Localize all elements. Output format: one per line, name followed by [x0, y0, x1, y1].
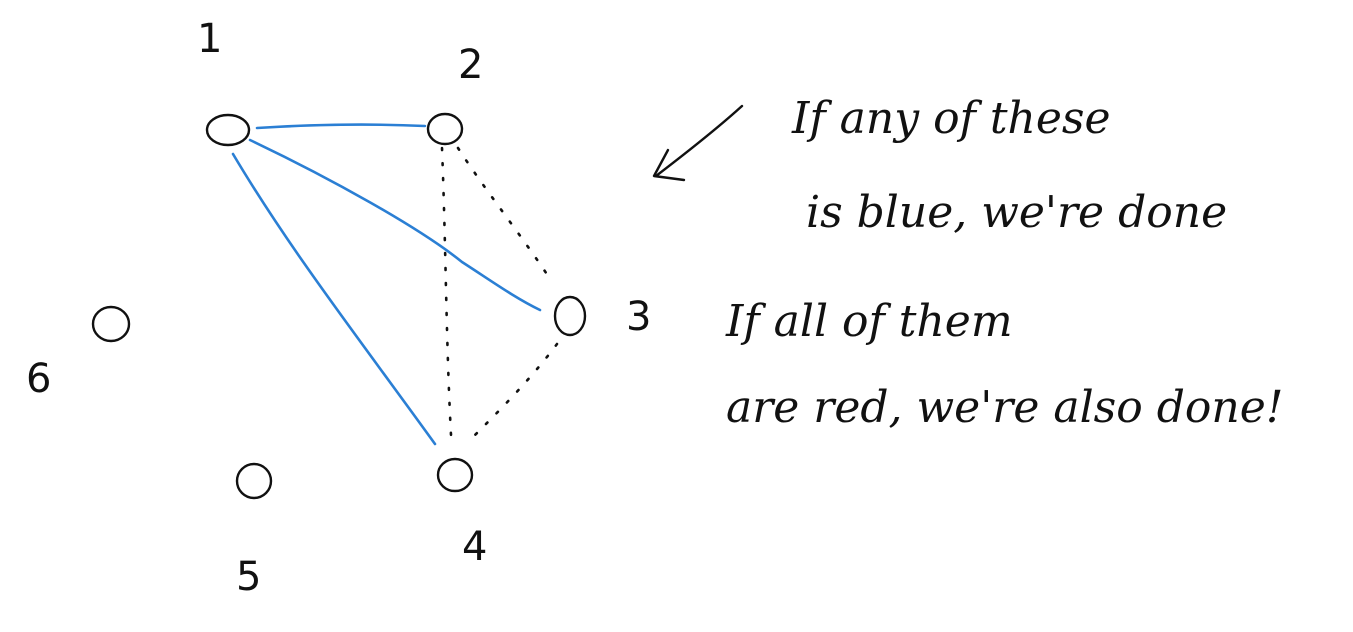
edge-2-3 [456, 146, 554, 284]
node-label-4: 4 [462, 524, 487, 570]
arrow-icon [652, 104, 744, 182]
edge-1-2 [255, 123, 427, 130]
node-label-5: 5 [236, 554, 261, 600]
node-1 [205, 113, 251, 147]
node-label-2: 2 [458, 42, 483, 88]
node-5 [235, 462, 273, 500]
node-2 [426, 112, 464, 146]
note-any-blue-line2: is blue, we're done [806, 187, 1227, 238]
node-label-1: 1 [197, 16, 222, 62]
edge-2-4 [440, 146, 453, 437]
node-label-6: 6 [26, 356, 51, 402]
node-6 [91, 305, 131, 343]
edge-1-4 [231, 152, 437, 446]
node-label-3: 3 [626, 294, 651, 340]
note-all-red-line2: are red, we're also done! [726, 382, 1283, 433]
edge-1-3 [248, 138, 542, 312]
note-any-blue-line1: If any of these [791, 93, 1111, 144]
edge-3-4 [468, 342, 559, 442]
note-all-red-line1: If all of them [725, 296, 1013, 347]
node-3 [553, 295, 587, 337]
node-4 [436, 457, 474, 493]
